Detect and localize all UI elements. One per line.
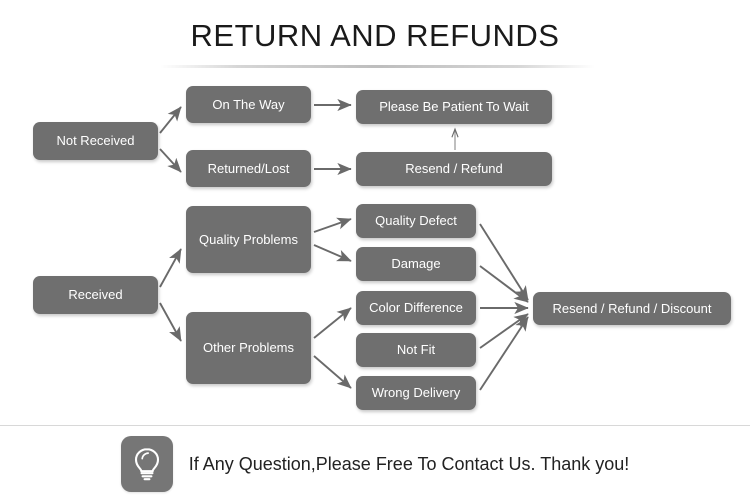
node-received[interactable]: Received [33,276,158,314]
node-please-be-patient-to-wait[interactable]: Please Be Patient To Wait [356,90,552,124]
edge-received-to-quality-problems [159,248,182,288]
lightbulb-icon [120,436,173,492]
node-quality-defect[interactable]: Quality Defect [356,204,476,238]
title-divider [160,65,595,68]
footer-text: If Any Question,Please Free To Contact U… [188,453,630,474]
edge-received-to-other-problems [159,302,182,342]
node-on-the-way[interactable]: On The Way [186,86,311,123]
edge-quality-problems-to-quality-defect [313,217,352,233]
node-resend-refund-discount[interactable]: Resend / Refund / Discount [533,292,731,325]
edge-quality-problems-to-damage [313,244,352,262]
node-not-received[interactable]: Not Received [33,122,158,160]
edge-quality-defect-to-outcome [479,223,529,301]
edge-not-received-to-on-the-way [159,106,182,134]
node-color-difference[interactable]: Color Difference [356,291,476,325]
node-other-problems[interactable]: Other Problems [186,312,311,384]
node-damage[interactable]: Damage [356,247,476,281]
node-quality-problems[interactable]: Quality Problems [186,206,311,273]
page-title: RETURN AND REFUNDS [190,18,560,53]
node-resend-refund[interactable]: Resend / Refund [356,152,552,186]
footer: If Any Question,Please Free To Contact U… [0,432,750,496]
edge-wrong-delivery-to-outcome [479,316,529,391]
footer-divider [0,425,750,426]
edge-not-received-to-returned-lost [159,148,182,173]
edge-damage-to-outcome [479,265,529,303]
edge-not-fit-to-outcome [479,313,529,349]
edge-other-problems-to-color-difference [313,307,352,339]
node-not-fit[interactable]: Not Fit [356,333,476,367]
edge-other-problems-to-wrong-delivery [313,355,352,389]
node-returned-lost[interactable]: Returned/Lost [186,150,311,187]
node-wrong-delivery[interactable]: Wrong Delivery [356,376,476,410]
